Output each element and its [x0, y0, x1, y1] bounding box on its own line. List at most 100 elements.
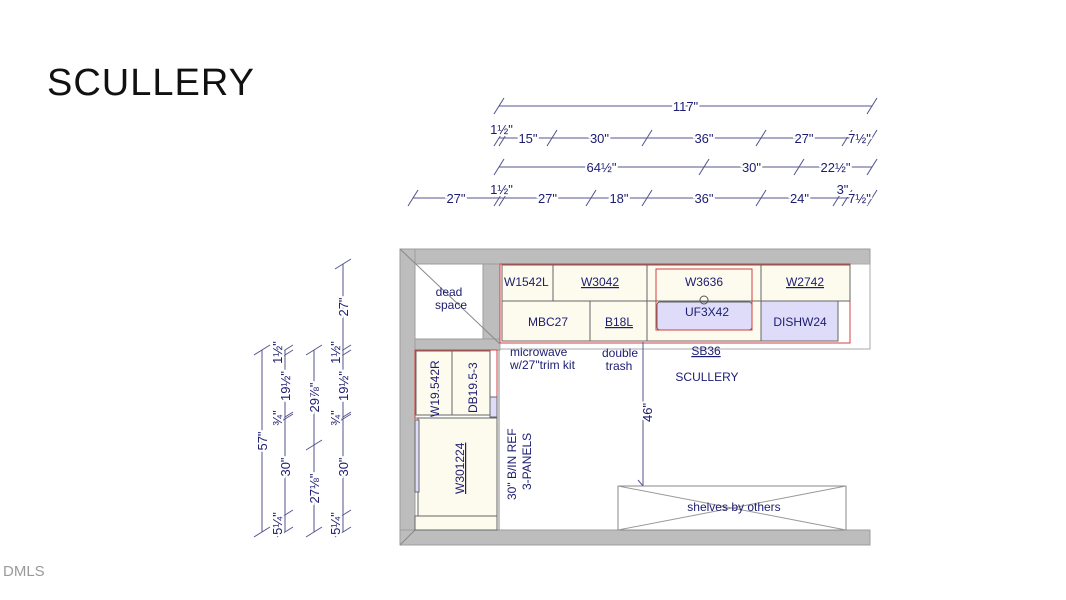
dim-left-col2-label: ¾": [270, 410, 285, 426]
dim-top-row2-label: 15": [518, 131, 537, 146]
dim-top-row3-tick: [866, 158, 878, 176]
dim-left-col3-label: 27⅛": [307, 473, 322, 503]
dim-top-row2-label: 36": [694, 131, 713, 146]
dim-left-col4-tick: [334, 258, 352, 270]
wall-corner-line-bottom: [399, 529, 416, 546]
dim-top-row4-tick: [755, 189, 767, 207]
dim-left-col1-tick: [253, 526, 271, 538]
dim-left-col2-label: 30": [278, 457, 293, 476]
dim-left-col2-tick: [276, 411, 294, 423]
dim-top-row2-label: 30": [590, 131, 609, 146]
dim-left-col3-tick: [305, 344, 323, 356]
ref-note-2: 3-PANELS: [520, 433, 534, 490]
dim-top-row2-label: 7½": [848, 131, 871, 146]
dim-top-row4-label: 24": [790, 191, 809, 206]
panel-strip: [489, 396, 498, 418]
dimension-lines: 117" 1½" 15" 30" 36" 27" 7½" 64½" 30" 22½" 27" 1½" 2…: [253, 97, 878, 538]
cabinet-mbc27[interactable]: [501, 300, 591, 342]
label-b18l: B18L: [605, 315, 633, 329]
dim-top-row2-tick: [641, 129, 653, 147]
dim-left-col1-tick: [253, 344, 271, 356]
ref-side-panel: [414, 419, 420, 493]
dead-space-bottom-wall: [414, 338, 501, 351]
dim-top-row3-tick: [493, 158, 505, 176]
label-db1953: DB19.5-3: [466, 362, 480, 413]
dead-space-side-wall: [482, 263, 501, 345]
dim-left-col3-label: 29⅞": [307, 382, 322, 412]
wall-corner-line: [399, 248, 501, 345]
room-label: SCULLERY: [675, 370, 738, 384]
cabinet-w2742[interactable]: [760, 264, 851, 302]
shelves-by-others: shelves by others: [617, 485, 847, 531]
dim-top-row3-label: 30": [742, 160, 761, 175]
left-wall: [399, 248, 416, 546]
dim-left-col2-tick: [276, 344, 294, 356]
walls: [399, 248, 871, 546]
top-wall: [399, 248, 871, 265]
cabinet-db1953[interactable]: [451, 350, 491, 416]
dim-top-row1-label: 117": [673, 99, 699, 114]
dim-top-row4-tick: [585, 189, 597, 207]
cabinet-w3042[interactable]: [552, 264, 648, 302]
dim-left-col4-tick: [334, 509, 352, 521]
dim-top-row2-tick: [755, 129, 767, 147]
watermark: DMLS: [3, 563, 45, 580]
dim-top-row4-label: 27": [446, 191, 465, 206]
dim-top-row4-tick: [832, 189, 844, 207]
sb36-label: SB36: [691, 344, 721, 358]
cabinet-w1542l[interactable]: [501, 264, 554, 302]
dim-top-row4-tick: [841, 189, 853, 207]
dim-top-row3-tick: [793, 158, 805, 176]
label-dishw24: DISHW24: [773, 315, 827, 329]
clearance-label: 46": [640, 403, 655, 422]
dim-top-row3-tick: [698, 158, 710, 176]
label-w301224: W301224: [453, 442, 467, 494]
shelves-cross-2: [617, 485, 847, 531]
dim-top-row3-label: 22½": [821, 160, 851, 175]
dim-left-col2-tick: [276, 509, 294, 521]
cabinet-b18l[interactable]: [589, 300, 648, 342]
dim-top-row4-label: 18": [609, 191, 628, 206]
dim-top-row2-tick: [546, 129, 558, 147]
dim-left-col4-tick: [334, 413, 352, 425]
label-w1542l: W1542L: [504, 275, 549, 289]
ref-note-1: 30" B/IN REF: [505, 428, 519, 500]
label-w2742: W2742: [786, 275, 824, 289]
dim-top-row2-tick: [841, 129, 853, 147]
dim-top-row4-tick: [641, 189, 653, 207]
dim-left-col2-label: 5¼": [270, 512, 285, 535]
cabinet-w301224[interactable]: [417, 417, 498, 517]
dim-left-col4-label: 1½": [328, 341, 343, 364]
dim-left-col4-label: 5¼": [328, 512, 343, 535]
cabinet-run-outline: [499, 263, 851, 344]
label-mbc27: MBC27: [528, 315, 568, 329]
dim-top-row3-label: 64½": [587, 160, 617, 175]
label-w19542r: W19.542R: [428, 360, 442, 417]
dim-left-col4-label: 19½": [336, 371, 351, 401]
dim-left-col3-tick: [305, 439, 323, 451]
dim-left-col2-tick: [276, 526, 294, 538]
dim-left-col4-label: 27": [336, 297, 351, 316]
dim-top-row4-tick: [493, 189, 505, 207]
dim-top-row2-label: 1½": [490, 122, 513, 137]
dim-top-row4-label: 36": [694, 191, 713, 206]
dim-left-col4-label: 30": [336, 457, 351, 476]
dim-left-col3-tick: [305, 526, 323, 538]
dishwasher-dishw24[interactable]: [760, 300, 839, 342]
label-w3636: W3636: [685, 275, 723, 289]
dead-space-label-1: dead: [436, 285, 463, 299]
page-title: SCULLERY: [47, 62, 255, 104]
dim-top-row4-label: 1½": [490, 182, 513, 197]
dim-left-col4-tick: [334, 349, 352, 361]
dim-top-row2-tick: [866, 129, 878, 147]
dim-top-row4-tick: [407, 189, 419, 207]
cabinet-w3636[interactable]: [646, 264, 762, 302]
dim-top-row4-label: 3": [837, 182, 849, 197]
dim-top-row2-tick: [498, 129, 510, 147]
dim-left-col4-label: ¾": [328, 410, 343, 426]
cabinet-w301224-base: [414, 515, 498, 531]
bottom-wall: [399, 529, 871, 546]
dead-space-label-2: space: [435, 298, 467, 312]
dim-top-row4-tick: [498, 189, 510, 207]
